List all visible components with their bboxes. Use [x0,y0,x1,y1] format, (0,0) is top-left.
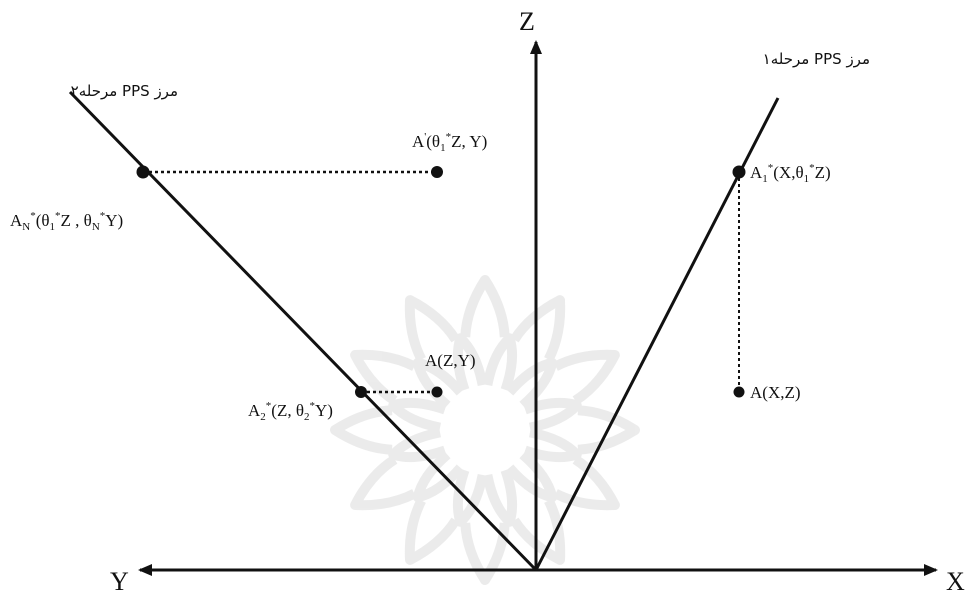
watermark-petal [388,397,447,433]
point-a1-star [732,165,746,179]
watermark-petal [388,427,447,463]
label-a-zy: A(Z,Y) [425,351,476,370]
x-axis-label: X [946,567,965,592]
label-a-xz: A(X,Z) [750,383,801,402]
pps-boundary-stage2-label: مرز PPS مرحله۲ [71,82,178,100]
y-axis-label: Y [110,567,129,592]
z-axis-label: Z [519,7,535,36]
watermark-petal [523,397,582,433]
point-a2-star [355,386,367,398]
watermark-petal [553,455,620,511]
watermark-petal [350,349,417,405]
watermark-petal [460,275,510,338]
watermark-petal [523,427,582,463]
ornament-watermark-icon [330,275,640,585]
point-a-xz [733,386,745,398]
label-a-n-star: AN*(θ1*Z , θN*Y) [10,210,123,233]
point-a-zy [431,386,443,398]
watermark-petal [452,333,488,392]
watermark-petal [460,522,510,585]
watermark-petal [350,455,417,511]
watermark-petal [510,498,566,565]
point-a-n-star [136,165,150,179]
point-a-prime [431,166,443,178]
watermark-petal [452,468,488,527]
watermark-petal [553,349,620,405]
label-a-prime: A'(θ1*Z, Y) [412,131,487,154]
watermark-petal [330,405,393,455]
watermark-petal [510,295,566,362]
watermark-petal [482,333,518,392]
watermark-petal [577,405,640,455]
label-a1-star: A1*(X,θ1*Z) [750,162,831,185]
watermark-petal [482,468,518,527]
pps-boundary-stage1-label: مرز PPS مرحله۱ [763,50,870,68]
watermark-petal [404,498,460,565]
watermark-petal [404,295,460,362]
label-a2-star: A2*(Z, θ2*Y) [248,400,333,423]
